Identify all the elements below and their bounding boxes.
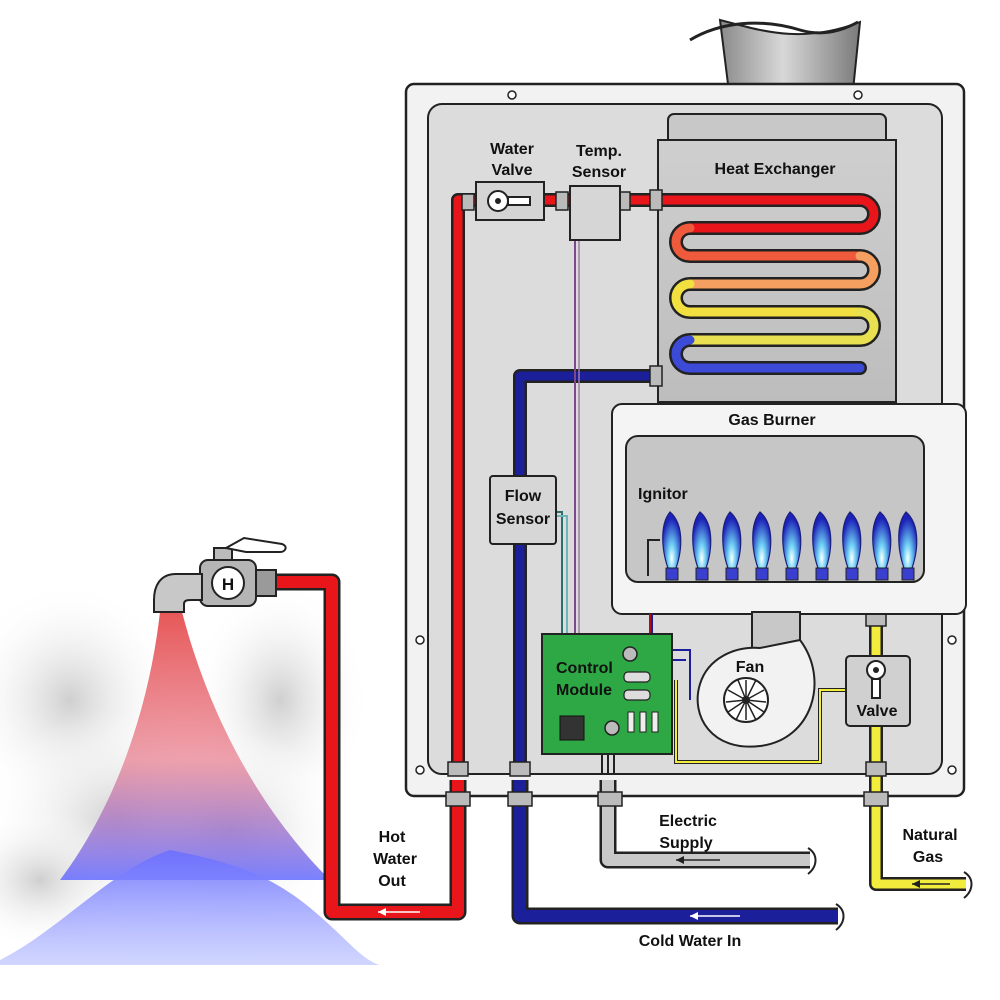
svg-text:Electric: Electric [659,813,717,830]
water-valve: Water Valve [475,141,545,221]
control-module-label-line1: Control [556,660,613,677]
gas-burner-label: Gas Burner [728,412,815,429]
svg-text:Water: Water [373,851,417,868]
faucet-icon: H [153,536,287,613]
heat-exchanger: Heat Exchanger [653,113,897,403]
control-module: Control Module [541,614,691,774]
flame-icon [812,511,832,581]
svg-text:Hot: Hot [379,829,406,846]
flame-icon [898,511,918,581]
valve-knob-icon [866,660,886,699]
temp-sensor: Temp. Sensor [569,143,626,640]
hot-water-out-label: Hot Water Out [373,829,417,890]
flow-sensor-label-line1: Flow [505,488,542,505]
gas-valve-label: Valve [857,703,898,720]
natural-gas-label: Natural Gas [902,827,957,866]
water-valve-label-line2: Valve [492,162,533,179]
water-spray [0,612,380,965]
flame-icon [662,511,682,581]
gas-valve: Valve [845,655,911,727]
flow-arrow-icon [676,856,720,864]
fan: Fan [696,611,816,748]
flame-icon [842,511,862,581]
svg-text:Out: Out [378,873,406,890]
svg-text:Natural: Natural [902,827,957,844]
temp-sensor-label-line2: Sensor [572,164,626,181]
temp-sensor-label-line1: Temp. [576,143,622,160]
fan-label: Fan [736,659,764,676]
control-module-label-line2: Module [556,682,612,699]
fan-icon [723,677,769,723]
burner-flames [662,511,918,581]
cold-water-pipe [511,369,845,931]
flow-arrow-icon [912,880,950,888]
svg-text:Supply: Supply [659,835,712,852]
flow-sensor: Flow Sensor [489,475,568,640]
gas-burner: Gas Burner Ignitor [611,403,967,615]
flame-icon [752,511,772,581]
svg-text:Gas: Gas [913,849,943,866]
faucet-h-badge: H [222,575,234,594]
flow-arrow-icon [378,908,420,916]
cold-water-in-label: Cold Water In [639,933,742,950]
water-valve-label-line1: Water [490,141,534,158]
electric-supply-label: Electric Supply [659,813,717,852]
ignitor-label: Ignitor [638,486,688,503]
flow-arrow-icon [690,912,740,920]
flame-icon [782,511,802,581]
flame-icon [692,511,712,581]
heat-exchanger-label: Heat Exchanger [715,161,836,178]
flow-sensor-label-line2: Sensor [496,511,550,528]
flame-icon [722,511,742,581]
valve-knob-icon [487,190,531,212]
flame-icon [872,511,892,581]
